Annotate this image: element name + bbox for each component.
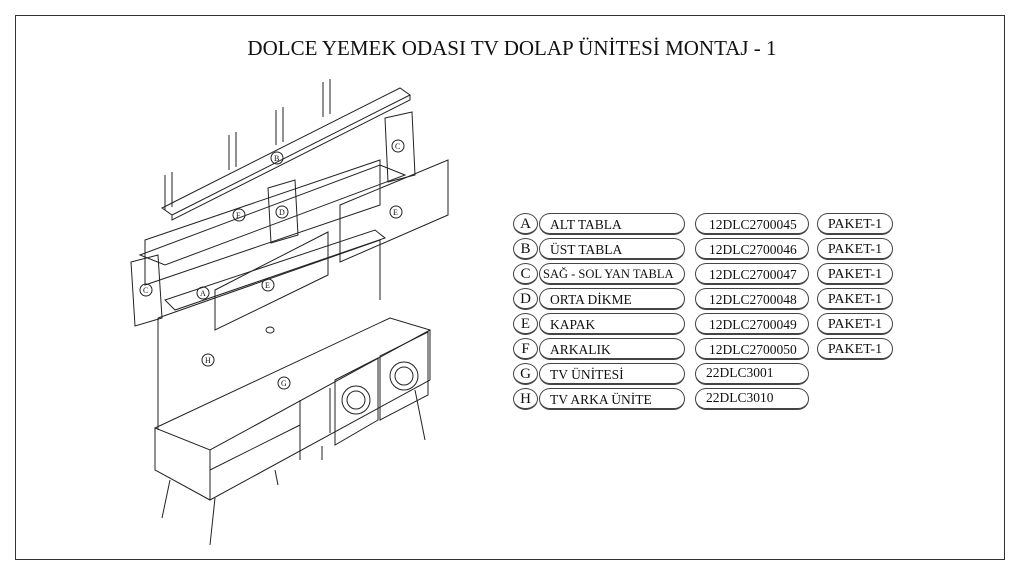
part-letter: F [513,338,538,360]
part-name: ALT TABLA [539,213,685,235]
svg-text:B: B [274,154,279,163]
part-letter: G [513,363,538,385]
bottom-shelf-a [164,229,387,311]
part-package: PAKET-1 [817,263,893,285]
middle-shelf [138,164,407,266]
part-name: KAPAK [539,313,685,335]
svg-text:G: G [281,379,287,388]
page-title: DOLCE YEMEK ODASI TV DOLAP ÜNİTESİ MONTA… [247,36,777,60]
part-letter: D [513,288,538,310]
svg-text:H: H [205,356,211,365]
part-package: PAKET-1 [817,338,893,360]
part-code: 12DLC2700049 [695,313,809,335]
svg-text:C: C [395,142,400,151]
svg-text:E: E [393,208,398,217]
part-code: 12DLC2700048 [695,288,809,310]
tv-unit-g [153,317,432,546]
door-e-right [339,159,449,263]
back-panel-f [144,159,381,286]
part-name: ORTA DİKME [539,288,685,310]
part-name: SAĞ - SOL YAN TABLA [539,263,685,285]
part-letter: B [513,238,538,260]
part-name: TV ARKA ÜNİTE [539,388,685,410]
part-code: 12DLC2700047 [695,263,809,285]
svg-text:F: F [236,211,241,220]
divider-d [267,179,299,244]
diagram-labels: B C F D E C A E H G [139,139,405,390]
door-e-left [214,231,329,331]
exploded-assembly-drawing: B C F D E C A E H G [130,79,449,546]
svg-text:C: C [143,286,148,295]
dowel-posts [164,79,331,210]
svg-text:D: D [279,208,285,217]
part-code: 22DLC3001 [695,363,809,385]
part-letter: A [513,213,538,235]
part-letter: H [513,388,538,410]
part-name: ÜST TABLA [539,238,685,260]
svg-text:A: A [200,289,206,298]
part-code: 22DLC3010 [695,388,809,410]
part-code: 12DLC2700045 [695,213,809,235]
part-package: PAKET-1 [817,238,893,260]
tv-back-unit-h [157,239,381,430]
part-letter: E [513,313,538,335]
top-shelf-b [161,87,411,221]
part-code: 12DLC2700050 [695,338,809,360]
part-package: PAKET-1 [817,213,893,235]
page-border [15,15,1005,560]
side-panel-c-left [130,254,163,327]
part-code: 12DLC2700046 [695,238,809,260]
part-package: PAKET-1 [817,313,893,335]
svg-text:E: E [265,281,270,290]
part-name: TV ÜNİTESİ [539,363,685,385]
part-name: ARKALIK [539,338,685,360]
part-package: PAKET-1 [817,288,893,310]
part-letter: C [513,263,538,285]
side-panel-c-right [384,111,416,183]
